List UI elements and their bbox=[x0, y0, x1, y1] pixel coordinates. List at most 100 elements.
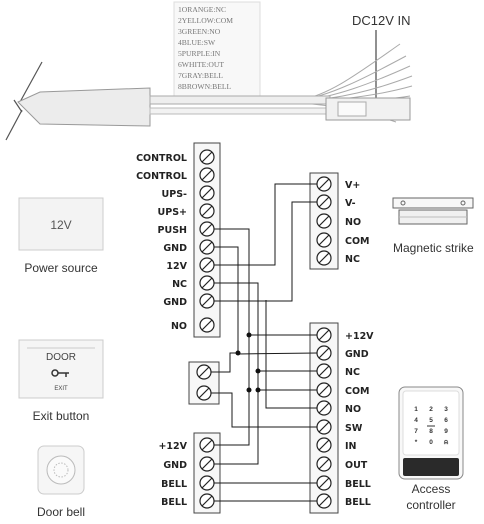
power-terminal-row: PUSH bbox=[158, 221, 215, 237]
terminal-label: GND bbox=[163, 243, 187, 254]
controller-terminal-row: SW bbox=[316, 419, 363, 435]
controller-terminal-row: COM bbox=[316, 382, 370, 398]
power-source: 12V Power source bbox=[18, 197, 104, 275]
terminal-label: BELL bbox=[345, 479, 371, 490]
magnetic-strike-caption: Magnetic strike bbox=[393, 241, 474, 255]
keypad-key: 3 bbox=[444, 406, 448, 413]
cable-assembly: 1ORANGE:NC 2YELLOW:COM 3GREEN:NO 4BLUE:S… bbox=[5, 1, 413, 141]
keypad-key: * bbox=[415, 439, 418, 446]
terminal-label: OUT bbox=[345, 460, 368, 471]
terminal-label: COM bbox=[345, 386, 370, 397]
terminal-label: NC bbox=[172, 279, 187, 290]
terminal-label: CONTROL bbox=[136, 153, 187, 164]
wire-12v bbox=[214, 183, 317, 266]
power-terminal-row: CONTROL bbox=[136, 167, 215, 183]
controller-terminal-block: +12V GND NC COM NO SW bbox=[309, 322, 374, 514]
keypad-key: 6 bbox=[444, 417, 448, 424]
power-terminal-row: 12V bbox=[166, 257, 215, 273]
terminal-label: V- bbox=[345, 198, 356, 209]
wire-exit-1 bbox=[211, 352, 238, 373]
controller-terminal-row: IN bbox=[316, 437, 357, 453]
terminal-label: IN bbox=[345, 441, 357, 452]
wire-com bbox=[257, 371, 317, 391]
terminal-label: V+ bbox=[345, 180, 360, 191]
terminal-label: BELL bbox=[345, 497, 371, 508]
power-terminal-row: UPS+ bbox=[158, 203, 215, 219]
power-terminal-row: GND bbox=[163, 293, 215, 309]
legend-line: 2YELLOW:COM bbox=[178, 16, 233, 25]
controller-terminal-row: BELL bbox=[316, 493, 371, 509]
wire-gnd bbox=[214, 246, 318, 355]
terminal-label: NC bbox=[345, 367, 360, 378]
terminal-label: COM bbox=[345, 236, 370, 247]
wire-bell-12v bbox=[214, 390, 250, 446]
wire-gnd-lock bbox=[214, 201, 317, 302]
keypad-key: ⍾ bbox=[444, 439, 449, 446]
keypad-key: 1 bbox=[414, 406, 418, 413]
terminal-label: SW bbox=[345, 423, 363, 434]
door-bell: Door bell bbox=[37, 445, 85, 519]
lock-terminal-row: COM bbox=[316, 232, 370, 248]
exit-button-caption: Exit button bbox=[33, 409, 90, 423]
terminal-label: CONTROL bbox=[136, 171, 187, 182]
wire-legend: 1ORANGE:NC 2YELLOW:COM 3GREEN:NO 4BLUE:S… bbox=[178, 5, 233, 91]
bell-terminal-row: GND bbox=[163, 456, 215, 472]
wire-legend-box bbox=[173, 1, 261, 97]
power-terminal-row: NC bbox=[172, 275, 215, 291]
lock-terminal-row: NC bbox=[316, 250, 360, 266]
bell-terminal-row: BELL bbox=[161, 493, 215, 509]
legend-line: 7GRAY:BELL bbox=[178, 71, 223, 80]
exit-button: DOOR EXIT Exit button bbox=[18, 339, 104, 423]
terminal-label: +12V bbox=[158, 441, 187, 452]
terminal-label: UPS+ bbox=[158, 207, 187, 218]
bell-terminal-row: BELL bbox=[161, 475, 215, 491]
lock-terminal-block: V+ V- NO COM NC bbox=[309, 172, 370, 270]
terminal-label: BELL bbox=[161, 497, 187, 508]
access-controller-caption-2: controller bbox=[406, 498, 455, 512]
key-icon bbox=[51, 369, 69, 377]
controller-terminal-row: NO bbox=[316, 400, 361, 416]
controller-terminal-row: GND bbox=[316, 345, 369, 361]
wiring bbox=[211, 183, 318, 502]
wire-sw bbox=[265, 300, 317, 409]
exit-button-terminal-block bbox=[188, 361, 220, 405]
wire-nc bbox=[214, 282, 317, 372]
access-controller: 1 2 3 4 5 6 7 8 9 * 0 ⍾ Access controlle… bbox=[398, 386, 464, 512]
dc-input-label: DC12V IN bbox=[352, 13, 411, 28]
controller-terminal-row: OUT bbox=[316, 456, 368, 472]
keypad-key: 0 bbox=[429, 439, 433, 446]
wire-bell-gnd bbox=[214, 390, 259, 465]
wire-exit-2 bbox=[211, 392, 317, 428]
controller-terminal-row: BELL bbox=[316, 475, 371, 491]
legend-line: 6WHITE:OUT bbox=[178, 60, 224, 69]
power-terminal-row: UPS- bbox=[162, 185, 215, 201]
power-terminal-row: CONTROL bbox=[136, 149, 215, 165]
controller-terminal-row: +12V bbox=[316, 327, 374, 343]
terminal-label: NO bbox=[345, 217, 361, 228]
lock-terminal-row: V+ bbox=[316, 176, 360, 192]
access-controller-caption-1: Access bbox=[412, 482, 451, 496]
terminal-label: NO bbox=[171, 321, 187, 332]
terminal-label: BELL bbox=[161, 479, 187, 490]
power-source-caption: Power source bbox=[24, 261, 98, 275]
terminal-label: GND bbox=[163, 460, 187, 471]
exit-button-title: DOOR bbox=[46, 352, 76, 363]
keypad-key: 2 bbox=[429, 406, 433, 413]
lock-terminal-row: NO bbox=[316, 213, 361, 229]
magnetic-strike: Magnetic strike bbox=[392, 197, 474, 255]
wire-push bbox=[214, 228, 317, 336]
exit-button-sub: EXIT bbox=[54, 386, 68, 392]
legend-line: 1ORANGE:NC bbox=[178, 5, 226, 14]
power-source-value: 12V bbox=[50, 218, 71, 232]
legend-line: 4BLUE:SW bbox=[178, 38, 216, 47]
terminal-label: PUSH bbox=[158, 225, 188, 236]
speaker-icon bbox=[53, 462, 69, 478]
terminal-label: GND bbox=[345, 349, 369, 360]
terminal-label: NO bbox=[345, 404, 361, 415]
keypad-key: 5 bbox=[429, 417, 433, 424]
terminal-label: 12V bbox=[166, 261, 187, 272]
power-terminal-row: NO bbox=[171, 317, 215, 333]
terminal-label: GND bbox=[163, 297, 187, 308]
terminal-label: NC bbox=[345, 254, 360, 265]
